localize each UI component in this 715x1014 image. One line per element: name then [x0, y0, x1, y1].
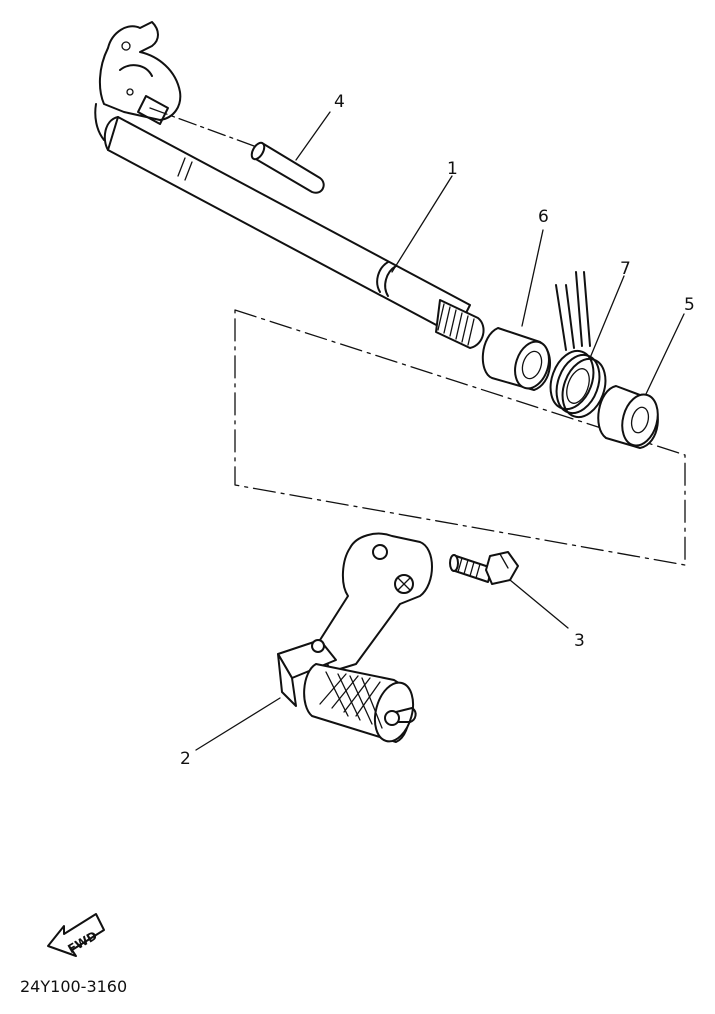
spline-ridges [437, 303, 475, 346]
collar [481, 327, 552, 391]
dowel-pin [149, 107, 325, 194]
shift-pedal [277, 532, 433, 743]
leader-lines [195, 111, 685, 751]
bolt [449, 551, 519, 585]
callout-6: 6 [538, 207, 549, 227]
callout-1: 1 [447, 159, 458, 179]
fwd-arrow-icon: FWD [47, 913, 105, 957]
callout-7: 7 [620, 259, 631, 279]
diagram-reference-number: 24Y100-3160 [20, 977, 127, 996]
callout-5: 5 [684, 295, 695, 315]
oil-seal [597, 385, 659, 449]
torsion-spring [549, 271, 607, 419]
footpeg-knurling [319, 671, 383, 729]
callout-4: 4 [334, 92, 345, 112]
shift-shaft [94, 21, 485, 349]
callout-2: 2 [180, 749, 191, 769]
callout-3: 3 [574, 631, 585, 651]
assembly-guide-outline [234, 309, 686, 566]
